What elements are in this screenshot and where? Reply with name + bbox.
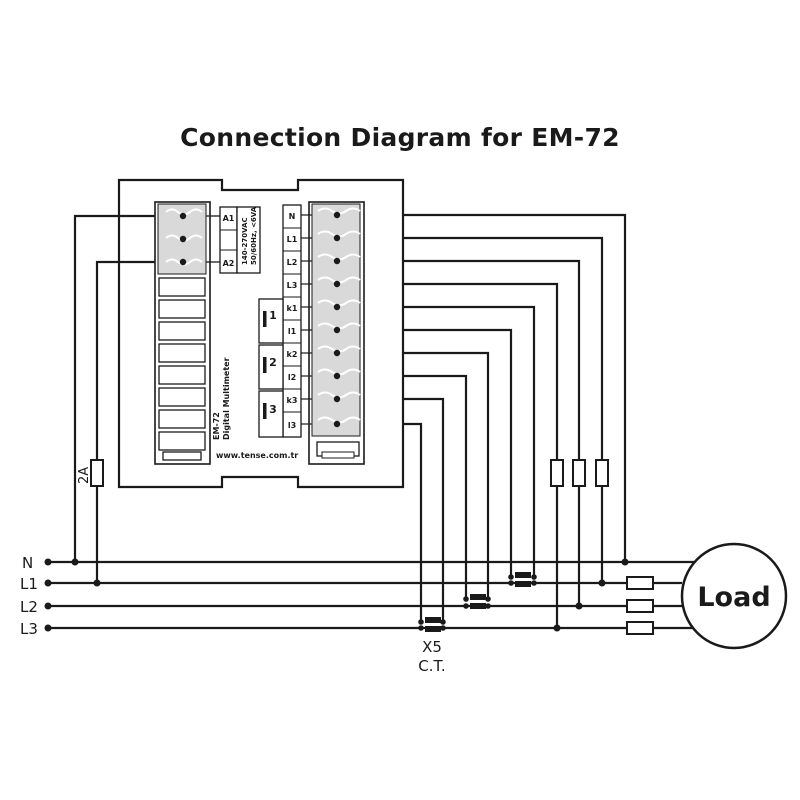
supply-label-block: A1 A2 140-270VAC 50/60Hz, <6VA — [206, 206, 261, 274]
ct-name-label: X5 — [422, 638, 442, 656]
screw-k3-icon — [333, 395, 341, 403]
right-terminal-labels: N L1 L2 L3 k1 l1 k2 l2 k3 l3 — [282, 204, 302, 438]
line-terminals — [44, 558, 629, 632]
ct-group-brackets — [258, 298, 284, 438]
screw-n-icon — [333, 211, 341, 219]
fuse-l3-icon — [550, 459, 564, 487]
line-label-l1: L1 — [20, 575, 38, 593]
screw-l1ct-icon — [333, 326, 341, 334]
ct-group-2-label: 2 — [269, 356, 277, 369]
load-label: Load — [697, 582, 770, 613]
terminal-label-n: N — [289, 212, 296, 221]
fuses — [90, 459, 654, 635]
line-n-dot-icon — [44, 558, 52, 566]
left-empty-slots — [158, 277, 206, 461]
screw-a1-icon — [179, 212, 187, 220]
screw-k1-icon — [333, 303, 341, 311]
supply-fuse-icon — [90, 459, 104, 487]
supply-terminal-block — [157, 203, 207, 275]
terminal-label-l2: L2 — [287, 258, 298, 267]
fuse-l2-icon — [572, 459, 586, 487]
ct-label: C.T. — [418, 657, 445, 675]
screw-a2-icon — [179, 258, 187, 266]
terminal-label-l3-ct: l3 — [288, 421, 296, 430]
screw-l1-icon — [333, 234, 341, 242]
device-model: EM-72 — [212, 412, 221, 440]
device-website: www.tense.com.tr — [216, 451, 298, 460]
device-caption: EM-72 Digital Multimeter www.tense.com.t… — [212, 357, 298, 460]
terminal-label-l2-ct: l2 — [288, 373, 296, 382]
load-fuse-l3-icon — [626, 621, 654, 635]
line-label-l3: L3 — [20, 620, 38, 638]
fuse-rating-label: 2A — [77, 467, 92, 484]
line-label-l2: L2 — [20, 598, 38, 616]
ct-group-1-label: 1 — [269, 309, 277, 322]
supply-rating-line1: 140-270VAC — [241, 217, 249, 265]
supply-rating-line2: 50/60Hz, <6VA — [250, 206, 258, 265]
ct-l2-icon — [470, 594, 486, 600]
ct-l3-icon — [425, 617, 441, 623]
line-l2-dot-icon — [44, 602, 52, 610]
terminal-label-l1-ct: l1 — [288, 327, 297, 336]
screw-k2-icon — [333, 349, 341, 357]
terminal-label-k3: k3 — [287, 396, 298, 405]
terminal-label-a2: A2 — [223, 259, 235, 268]
terminal-label-l1: L1 — [287, 235, 298, 244]
measurement-terminal-block — [311, 203, 361, 459]
load-circle — [680, 542, 788, 650]
terminal-label-k1: k1 — [287, 304, 298, 313]
terminal-label-k2: k2 — [287, 350, 298, 359]
screw-l2-icon — [333, 257, 341, 265]
ct-l1-icon — [515, 572, 531, 578]
current-transformers — [425, 572, 531, 632]
diagram-title: Connection Diagram for EM-72 — [180, 123, 620, 152]
screw-mid-icon — [179, 235, 187, 243]
terminal-label-a1: A1 — [223, 214, 235, 223]
device-subtitle: Digital Multimeter — [222, 357, 231, 440]
terminal-ticks — [301, 214, 312, 425]
line-l3-dot-icon — [44, 624, 52, 632]
ct-group-3-label: 3 — [269, 403, 277, 416]
screw-l2ct-icon — [333, 372, 341, 380]
fuse-l1-icon — [595, 459, 609, 487]
line-l1-dot-icon — [44, 579, 52, 587]
screw-l3ct-icon — [333, 420, 341, 428]
terminal-label-l3: L3 — [287, 281, 298, 290]
screw-l3-icon — [333, 280, 341, 288]
load-fuse-l1-icon — [626, 576, 654, 590]
load-fuse-l2-icon — [626, 599, 654, 613]
line-label-n: N — [22, 554, 33, 572]
